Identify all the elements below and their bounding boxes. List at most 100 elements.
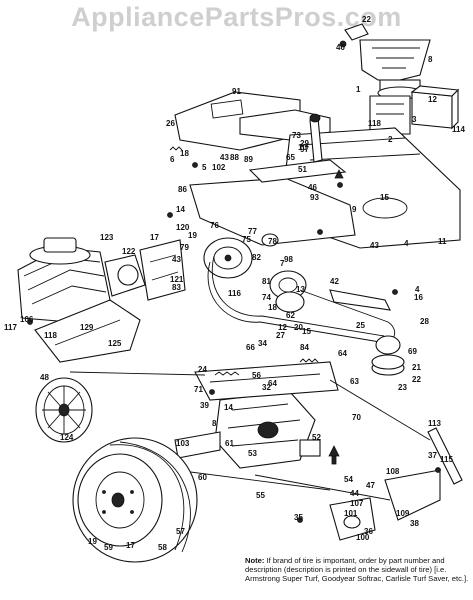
handle-grip (427, 427, 463, 485)
part-callout: 24 (198, 365, 207, 374)
part-callout: 64 (268, 379, 277, 388)
part-callout: 8 (428, 55, 433, 64)
part-callout: 113 (428, 419, 441, 428)
part-callout: 84 (300, 343, 309, 352)
part-callout: 32 (262, 383, 271, 392)
part-callout: 46 (308, 183, 317, 192)
part-callout: 66 (246, 343, 255, 352)
part-callout: 74 (262, 293, 271, 302)
part-callout: 2 (388, 135, 393, 144)
part-callout: 44 (350, 489, 359, 498)
part-callout: 100 (356, 533, 370, 542)
part-callout: 83 (172, 283, 181, 292)
part-callout: 48 (40, 373, 49, 382)
part-callout: 3 (412, 115, 417, 124)
part-callout: 19 (188, 231, 197, 240)
part-callout: 29 (300, 139, 309, 148)
part-callout: 121 (170, 275, 184, 284)
part-callout: 18 (268, 303, 277, 312)
part-callout: 4 (415, 285, 420, 294)
part-callout: 97 (300, 145, 309, 154)
engine (17, 237, 146, 323)
part-callout: 62 (286, 311, 295, 320)
part-callout: 120 (176, 223, 190, 232)
part-callout: 9 (352, 205, 357, 214)
part-callout: 18 (180, 149, 189, 158)
part-callout: 75 (242, 235, 251, 244)
part-callout: 108 (386, 467, 400, 476)
part-callout: 107 (350, 499, 364, 508)
part-callout: 26 (166, 119, 175, 128)
part-callout: 20 (294, 323, 303, 332)
part-callout: 79 (180, 243, 189, 252)
part-callout: 64 (338, 349, 347, 358)
note-text: If brand of tire is important, order by … (245, 556, 469, 584)
part-callout: 71 (194, 385, 203, 394)
part-callout: 13 (296, 285, 305, 294)
part-callout: 35 (294, 513, 303, 522)
part-callout: 39 (200, 401, 209, 410)
part-callout: 15 (302, 327, 311, 336)
part-callout: 12 (428, 95, 437, 104)
engine-shield (34, 299, 141, 363)
fasteners (27, 162, 441, 523)
part-callout: 12 (278, 323, 287, 332)
brake-bracket (329, 469, 441, 541)
battery-bracket (369, 95, 411, 135)
part-callout: 59 (104, 543, 113, 552)
part-callout: 14 (224, 403, 233, 412)
part-callout: 14 (176, 205, 185, 214)
part-callout: 78 (268, 237, 277, 246)
part-callout: 124 (60, 433, 74, 442)
battery (410, 85, 460, 130)
part-callout: 52 (312, 433, 321, 442)
part-callout: 17 (150, 233, 159, 242)
watermark: AppliancePartsPros.com (71, 2, 402, 32)
hub-cap (35, 377, 93, 443)
grass-chute (339, 23, 431, 100)
tire-note: Note: If brand of tire is important, ord… (245, 556, 469, 584)
part-callout: 40 (336, 43, 345, 52)
part-callout: 7 (280, 259, 285, 268)
part-callout: 38 (410, 519, 419, 528)
part-callout: 61 (225, 439, 234, 448)
part-callout: 17 (126, 541, 135, 550)
part-callout: 25 (356, 321, 365, 330)
part-callout: 56 (252, 371, 261, 380)
part-callout: 73 (292, 131, 301, 140)
part-callout: 55 (256, 491, 265, 500)
part-callout: 22 (362, 15, 371, 24)
part-callout: 122 (122, 247, 136, 256)
part-callout: 123 (100, 233, 114, 242)
part-callout: 43 (172, 255, 181, 264)
shift-lever (309, 113, 323, 163)
frame (189, 159, 356, 246)
part-callout: 114 (452, 125, 465, 134)
part-callout: 27 (276, 331, 285, 340)
part-callout: 5 (202, 163, 207, 172)
part-callout: 69 (408, 347, 417, 356)
part-callout: 116 (228, 289, 241, 298)
part-callout: 54 (344, 475, 353, 484)
part-callout: 53 (248, 449, 257, 458)
part-callout: 19 (88, 537, 97, 546)
engine-bracket (139, 239, 186, 301)
rear-plate (194, 361, 339, 401)
part-callout: 57 (176, 527, 185, 536)
note-prefix: Note: (245, 556, 265, 565)
part-callout: 1 (356, 85, 361, 94)
part-callout: 34 (258, 339, 267, 348)
part-callout: 60 (198, 473, 207, 482)
part-callout: 22 (412, 375, 421, 384)
part-callout: 109 (396, 509, 410, 518)
part-callout: 98 (284, 255, 293, 264)
part-callout: 76 (210, 221, 219, 230)
part-callout: 81 (262, 277, 271, 286)
part-callout: 47 (366, 481, 375, 490)
part-callout: 21 (412, 363, 421, 372)
part-callout: 43 (220, 153, 229, 162)
part-callout: 91 (232, 87, 241, 96)
pulley-assembly (203, 233, 307, 313)
part-callout: 86 (178, 185, 187, 194)
